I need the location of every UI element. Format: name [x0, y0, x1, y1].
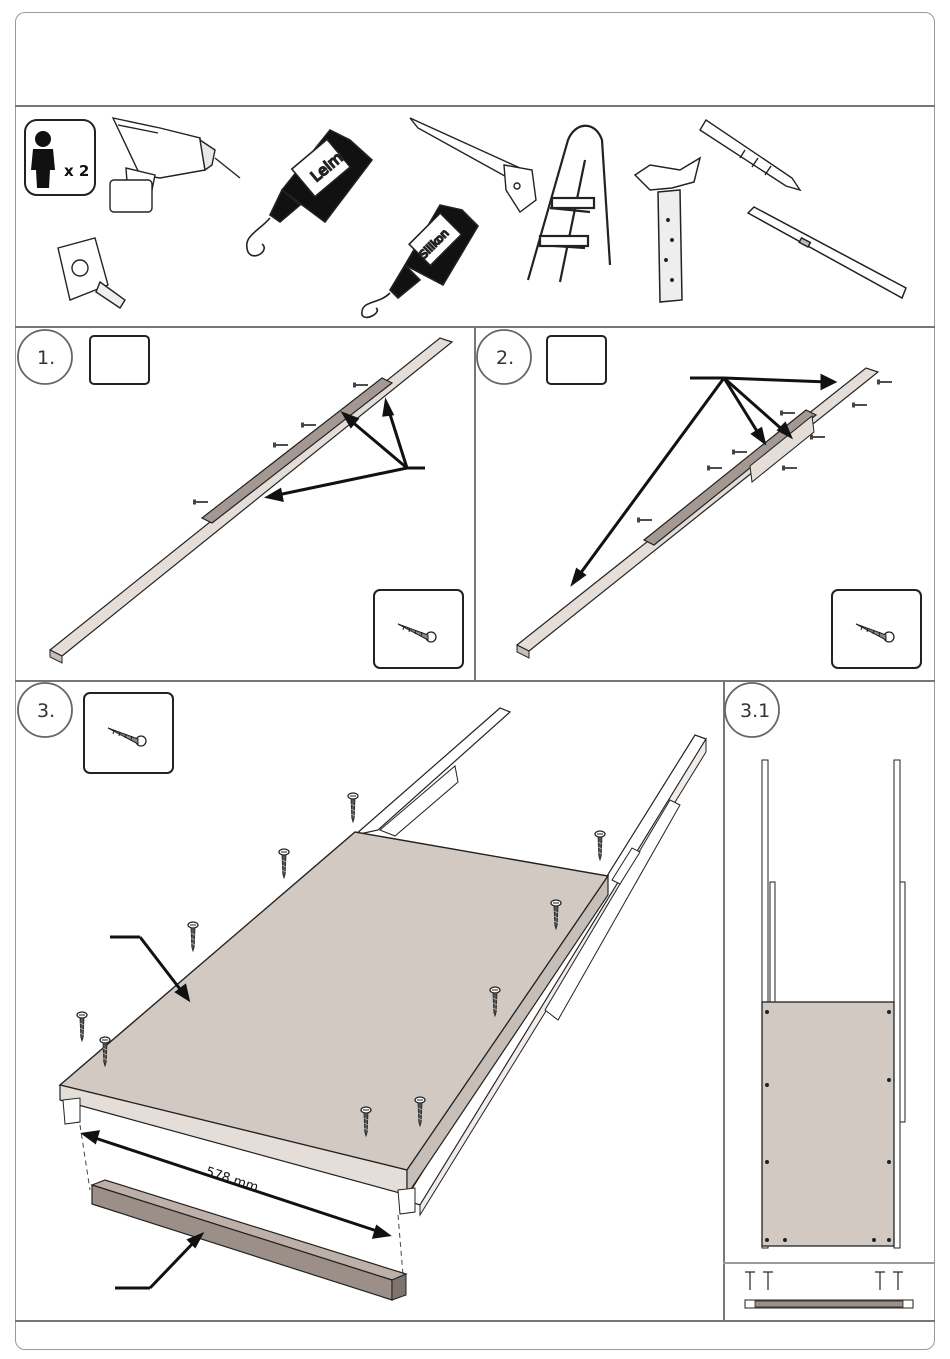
screw-icon [301, 423, 316, 428]
screw-icon [810, 435, 825, 440]
step1-parts-box [90, 336, 149, 384]
step1-panel: 1. [18, 330, 463, 668]
step1-number: 1. [37, 347, 55, 369]
step31-number: 3.1 [740, 700, 770, 722]
drill-bit-icon [700, 120, 800, 190]
screw-icon [279, 849, 289, 878]
screw-icon [188, 922, 198, 951]
side-view-detail [745, 1272, 913, 1308]
screw-icon [353, 383, 368, 388]
screw-icon [782, 466, 797, 471]
screw-icon [193, 500, 208, 505]
silicone-tube-icon: Silikon [362, 205, 478, 317]
step2-number: 2. [496, 347, 514, 369]
screw-icon [732, 450, 747, 455]
spirit-level-icon [748, 207, 906, 298]
board-front-view [762, 1002, 894, 1246]
people-count-badge: x 2 [25, 120, 95, 195]
right-rail-front [894, 760, 900, 1248]
cross-beam [92, 1180, 406, 1280]
screw-icon [77, 1012, 87, 1041]
screw-icon [595, 831, 605, 860]
step2-panel: 2. [477, 330, 921, 668]
screw-icon [348, 793, 358, 822]
step1-short-beam [202, 378, 392, 523]
hammer-icon [635, 158, 700, 302]
step1-screw-detail [374, 590, 463, 668]
step31-panel: 3.1 [725, 683, 913, 1308]
step3-number: 3. [37, 700, 55, 722]
people-count-text: x 2 [64, 162, 89, 180]
screw-icon [707, 466, 722, 471]
step-ladder-icon [528, 126, 610, 282]
person-icon [35, 131, 51, 147]
screw-icon [637, 518, 652, 523]
left-rail-back [355, 708, 510, 835]
step2-short-beam [644, 410, 816, 545]
screw-icon [780, 411, 795, 416]
step3-panel: 3. [18, 683, 706, 1300]
width-dimension-label: 578 mm [204, 1165, 260, 1196]
step2-screw-detail [832, 590, 921, 668]
tape-measure-icon [58, 238, 125, 308]
cordless-drill-icon [110, 118, 240, 212]
step3-screw-detail [84, 693, 173, 773]
hand-saw-icon [410, 118, 536, 212]
screw-icon [877, 380, 892, 385]
screw-icon [852, 403, 867, 408]
glue-bottle-icon: Leim [247, 130, 372, 256]
step2-arrows [573, 376, 834, 583]
screw-icon [273, 443, 288, 448]
step2-parts-box [547, 336, 606, 384]
